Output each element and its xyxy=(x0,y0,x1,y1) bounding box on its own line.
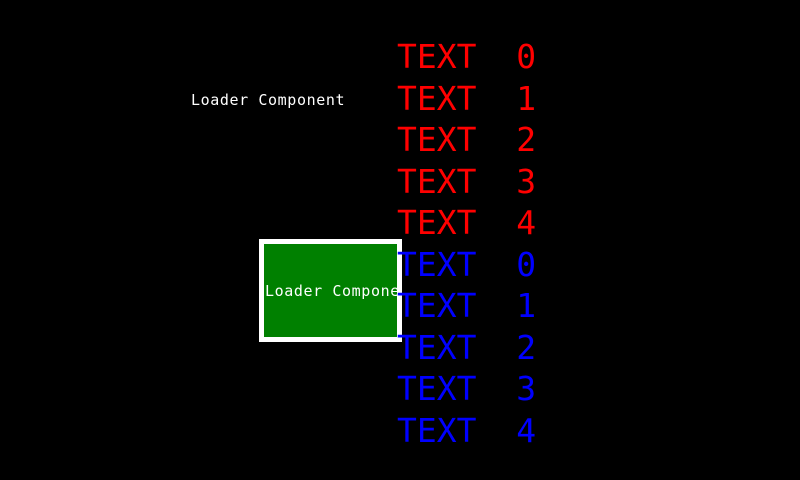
loader-component-label: Loader Component xyxy=(191,91,346,109)
text-list-item: TEXT 1 xyxy=(397,78,537,118)
text-list-item: TEXT 2 xyxy=(397,327,537,367)
loader-component-box[interactable]: Loader Component xyxy=(259,239,402,342)
text-list-item: TEXT 0 xyxy=(397,37,537,76)
text-list-item: TEXT 3 xyxy=(397,369,537,408)
loader-box-label: Loader Component xyxy=(265,282,400,300)
text-list-item: TEXT 3 xyxy=(397,161,537,201)
text-list-item: TEXT 2 xyxy=(397,120,537,159)
text-list: TEXT 0 TEXT 1 TEXT 2 TEXT 3 TEXT 4 TEXT … xyxy=(397,36,727,451)
text-list-item: TEXT 0 xyxy=(397,244,537,284)
text-list-item: TEXT 1 xyxy=(397,286,537,325)
text-list-item: TEXT 4 xyxy=(397,410,537,450)
text-list-item: TEXT 4 xyxy=(397,203,537,242)
